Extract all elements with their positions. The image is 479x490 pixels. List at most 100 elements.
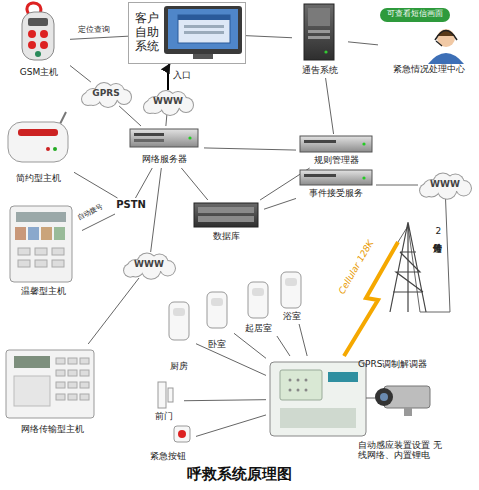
monitor <box>193 54 213 59</box>
network-host-device <box>68 382 77 388</box>
network-host-device <box>14 356 50 368</box>
simple-host-device <box>60 112 66 124</box>
connector-line <box>168 64 170 90</box>
edge-label: 2分钟传递信号 <box>433 226 443 236</box>
node-label: 简约型主机 <box>2 173 74 183</box>
warm-host-device <box>52 260 64 267</box>
network-host-device <box>56 358 65 364</box>
motion-sensor <box>281 272 301 308</box>
connector-line <box>234 333 266 358</box>
radio-tower <box>393 252 423 292</box>
warm-host-device <box>18 260 30 267</box>
node-label: GPRS <box>80 88 132 98</box>
emergency-button-device <box>178 430 186 438</box>
network-host-device <box>56 394 65 400</box>
node-label: 厨房 <box>162 361 196 371</box>
connector-line <box>204 148 296 150</box>
network-host-device <box>80 394 89 400</box>
emergency-button-device <box>174 426 190 442</box>
warm-host-device <box>54 227 65 240</box>
rack-server <box>134 139 164 142</box>
connector-line <box>348 42 378 45</box>
node-label: 卧室 <box>200 339 234 349</box>
gsm-phone <box>40 30 48 38</box>
camera <box>380 393 388 401</box>
gsm-phone <box>22 3 54 60</box>
connector-line <box>376 185 418 186</box>
event-service: 事件接受服务 <box>296 168 376 202</box>
warm-host-device <box>35 248 47 255</box>
connector-line <box>88 278 139 344</box>
connector-line <box>196 415 266 436</box>
motion-sensor <box>211 298 223 306</box>
warm-host-device <box>28 227 39 240</box>
cellular-bolt <box>344 242 398 356</box>
simple-host-device <box>8 112 68 162</box>
room-sensor: 浴室 <box>276 268 308 324</box>
sms-badge: 可查看短信画面 <box>380 8 450 22</box>
simple-host-device <box>18 129 58 136</box>
pstn-node: PSTN <box>110 198 152 214</box>
network-host-device <box>56 382 65 388</box>
rack-server <box>130 129 198 147</box>
rack-server <box>300 136 372 152</box>
node-label: 前门 <box>144 411 184 421</box>
warm-host-device <box>52 248 64 255</box>
connector-line <box>246 36 292 38</box>
connector-line <box>135 168 152 198</box>
node-label: 网络传输型主机 <box>2 424 102 434</box>
edge-label: 入口 <box>173 70 191 80</box>
door-sensor: 前门 <box>144 378 184 424</box>
network-host-device <box>14 376 50 406</box>
gprs-modem-device <box>280 408 356 428</box>
warm-host: 温馨型主机 <box>4 202 82 298</box>
room-sensor: 卧室 <box>200 288 234 352</box>
node-label: 紧急按钮 <box>140 451 196 461</box>
gsm-phone <box>28 41 36 49</box>
connector-line <box>326 78 334 134</box>
node-label: 可查看短信画面 <box>380 9 450 18</box>
connector-line <box>74 172 117 198</box>
warm-host-device <box>10 206 72 282</box>
operator-person <box>428 29 464 64</box>
rack-server <box>134 133 164 136</box>
gprs-modem-device <box>270 362 366 436</box>
node-label: 浴室 <box>276 311 308 321</box>
network-cloud: WWW <box>122 252 176 278</box>
connector-line <box>344 198 450 356</box>
gprs-modem-device <box>289 379 292 382</box>
node-label: WWW <box>142 96 194 106</box>
network-host-device <box>80 358 89 364</box>
connector-line <box>299 324 307 356</box>
camera <box>404 408 412 416</box>
gsm-phone <box>35 51 41 57</box>
monitor <box>184 31 224 34</box>
emergency-center: 紧急情况处理中心 <box>378 24 479 76</box>
node-label: GSM主机 <box>8 67 70 77</box>
radio-tower <box>390 222 426 312</box>
warm-host-device <box>10 206 72 282</box>
node-label: GPRS调制解调器 <box>358 359 442 369</box>
connector-line <box>119 106 141 126</box>
network-host-device <box>80 370 89 376</box>
gprs-modem-hub: GPRS调制解调器 <box>266 356 370 442</box>
monitor <box>168 9 238 49</box>
network-host-device <box>68 370 77 376</box>
database-rack <box>194 203 258 227</box>
node-label: 紧急情况处理中心 <box>378 64 479 74</box>
camera <box>366 386 430 416</box>
motion-sensor <box>207 292 227 328</box>
gsm-device: GSM主机 <box>8 2 70 80</box>
warm-host-device <box>18 248 30 255</box>
camera <box>375 388 393 406</box>
operator-person <box>428 53 464 64</box>
tower-server <box>308 30 330 33</box>
network-host-device <box>68 394 77 400</box>
node-label: PSTN <box>110 199 152 211</box>
node-label: 温馨型主机 <box>4 286 82 296</box>
network-cloud: WWW <box>142 90 194 114</box>
signal-label: Cellular 128K <box>337 239 376 296</box>
